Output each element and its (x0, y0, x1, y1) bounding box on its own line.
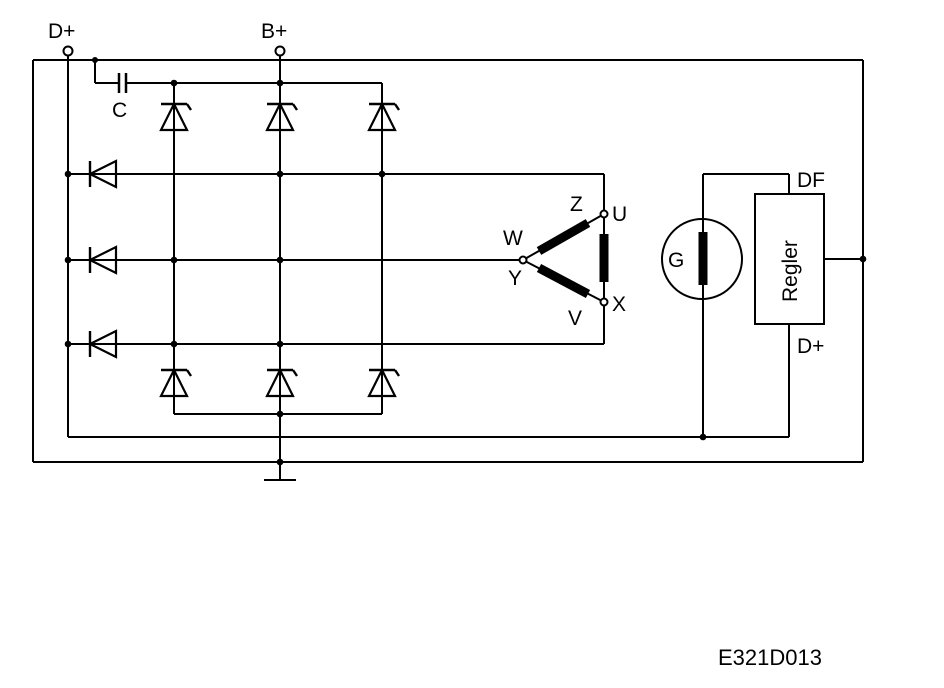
bridge-wiring (68, 60, 789, 481)
generator-label: G (668, 249, 684, 272)
exciter-diode-2 (87, 245, 118, 275)
regulator: Regler DF D+ (754, 169, 863, 437)
exciter-diode-1 (87, 159, 118, 189)
capacitor: C (92, 57, 382, 122)
generator-field: G (661, 173, 790, 437)
winding-label-w: W (503, 227, 523, 250)
winding-w-z (536, 219, 591, 255)
regulator-df-label: DF (797, 169, 825, 192)
winding-label-z: Z (570, 193, 583, 216)
positive-diode-1 (159, 101, 192, 132)
winding-label-v: V (568, 307, 582, 330)
drawing-code: E321D013 (718, 645, 822, 670)
exciter-diode-3 (87, 329, 118, 359)
positive-diode-3 (367, 101, 400, 132)
negative-diode-1 (159, 367, 192, 398)
winding-label-u: U (612, 203, 627, 226)
b-plus-label: B+ (261, 20, 287, 43)
stator-windings: Z U W Y V X (503, 193, 627, 330)
capacitor-label: C (112, 99, 127, 122)
d-plus-label: D+ (48, 20, 75, 43)
winding-y-v (536, 264, 591, 298)
regulator-label: Regler (779, 240, 802, 302)
negative-diode-2 (265, 367, 298, 398)
b-plus-terminal: B+ (261, 20, 287, 60)
junction-dots (64, 79, 867, 466)
winding-label-x: X (612, 293, 626, 316)
winding-label-y: Y (508, 267, 522, 290)
positive-diode-2 (265, 101, 298, 132)
negative-diode-3 (367, 367, 400, 398)
regulator-d-plus-label: D+ (797, 335, 824, 358)
d-plus-terminal: D+ (48, 20, 75, 437)
